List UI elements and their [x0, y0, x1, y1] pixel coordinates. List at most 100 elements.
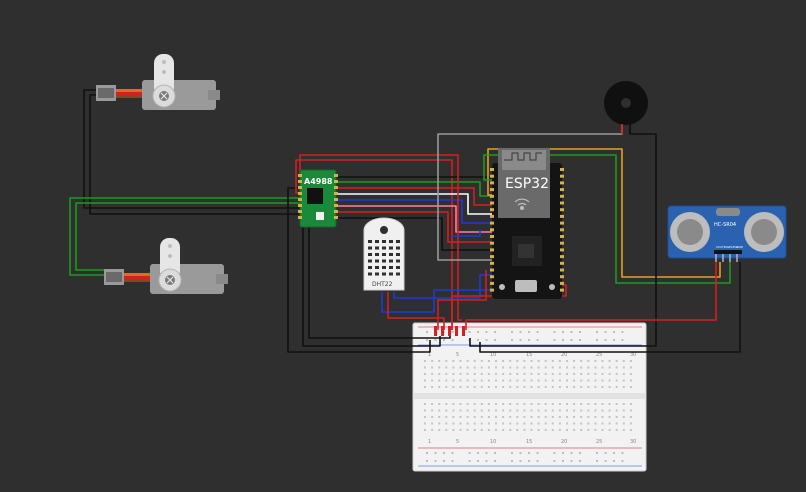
- hole: [443, 452, 445, 454]
- hole: [511, 452, 513, 454]
- hole: [502, 403, 505, 405]
- breadboard[interactable]: 1 5 10 15 20 25 30 1 5 10 15 20 25 30: [412, 322, 647, 472]
- hole: [431, 429, 434, 431]
- hole: [573, 416, 576, 418]
- hole: [485, 452, 488, 454]
- hole: [544, 360, 547, 362]
- hole: [573, 409, 576, 412]
- a4988-driver[interactable]: A4988: [298, 169, 338, 228]
- hole: [537, 373, 540, 375]
- hole: [445, 416, 448, 418]
- hole: [558, 416, 561, 418]
- hole: [601, 373, 604, 375]
- hole: [494, 460, 496, 462]
- hole: [509, 429, 512, 431]
- breadboard-number: 5: [456, 439, 459, 445]
- hole: [443, 460, 445, 462]
- hole: [536, 339, 539, 341]
- hole: [434, 339, 437, 341]
- hole: [544, 373, 547, 375]
- hole: [613, 452, 615, 454]
- hole: [551, 360, 554, 362]
- hole: [389, 272, 393, 276]
- hole: [579, 331, 581, 333]
- hc-sr04-label: HC-SR04: [714, 222, 736, 228]
- hole: [530, 422, 533, 425]
- hole: [445, 386, 448, 388]
- hole: [516, 366, 519, 369]
- hole: [473, 403, 476, 405]
- hole: [445, 422, 448, 425]
- esp32-board[interactable]: ESP32: [490, 148, 564, 299]
- hole: [622, 422, 625, 425]
- hole: [490, 288, 494, 292]
- hole: [375, 259, 379, 263]
- pin-label: GND: [736, 245, 744, 249]
- hole: [573, 360, 576, 362]
- hole: [431, 403, 434, 405]
- hole: [494, 339, 496, 341]
- hole: [490, 281, 494, 285]
- hole: [566, 416, 568, 418]
- servo-top[interactable]: [96, 54, 220, 110]
- hole: [452, 366, 455, 369]
- hole: [530, 373, 533, 375]
- hole: [452, 422, 455, 425]
- servo-bottom[interactable]: [104, 238, 228, 294]
- hole: [511, 339, 513, 341]
- wire: [336, 211, 492, 243]
- hole: [509, 409, 512, 412]
- hole: [438, 360, 441, 362]
- hole: [473, 416, 476, 418]
- hole: [629, 386, 632, 388]
- hole: [566, 403, 568, 405]
- hole: [516, 373, 519, 375]
- hole: [587, 366, 590, 369]
- hole: [431, 409, 434, 412]
- hole: [502, 360, 505, 362]
- hole: [530, 416, 533, 418]
- hole: [615, 360, 618, 362]
- hole: [608, 379, 611, 382]
- hole: [490, 214, 494, 218]
- hole: [523, 366, 526, 369]
- hole: [587, 403, 590, 405]
- usb-port: [515, 280, 537, 292]
- wifi-icon: [514, 198, 530, 211]
- hc-sr04-sensor[interactable]: HC-SR04 VCC TRIG ECHO GND: [667, 205, 787, 262]
- hole: [382, 240, 386, 243]
- wire: [308, 220, 451, 339]
- dht22-sensor[interactable]: DHT22: [363, 217, 405, 291]
- hole: [495, 429, 497, 431]
- hole: [560, 275, 564, 279]
- hole: [621, 339, 624, 341]
- hole: [487, 386, 490, 388]
- hole: [622, 386, 625, 388]
- hole: [523, 386, 526, 388]
- hole: [459, 416, 462, 418]
- wire: [479, 262, 741, 353]
- breadboard-number: 5: [456, 352, 459, 358]
- hole: [509, 386, 512, 388]
- hole: [523, 416, 526, 418]
- wire: [465, 262, 717, 330]
- hole: [516, 409, 519, 412]
- hole: [516, 429, 519, 431]
- breadboard-number: 20: [561, 439, 567, 445]
- hole: [426, 331, 428, 333]
- buzzer[interactable]: [604, 81, 648, 134]
- hole: [495, 409, 497, 412]
- hole: [473, 386, 476, 388]
- hole: [622, 360, 625, 362]
- hole: [601, 429, 604, 431]
- wire: [483, 154, 731, 284]
- hole: [502, 386, 505, 388]
- hole: [487, 379, 490, 382]
- hole: [431, 416, 434, 418]
- hole: [537, 429, 540, 431]
- hole: [621, 452, 624, 454]
- hole: [480, 386, 483, 388]
- hole: [551, 416, 554, 418]
- hole: [560, 228, 564, 232]
